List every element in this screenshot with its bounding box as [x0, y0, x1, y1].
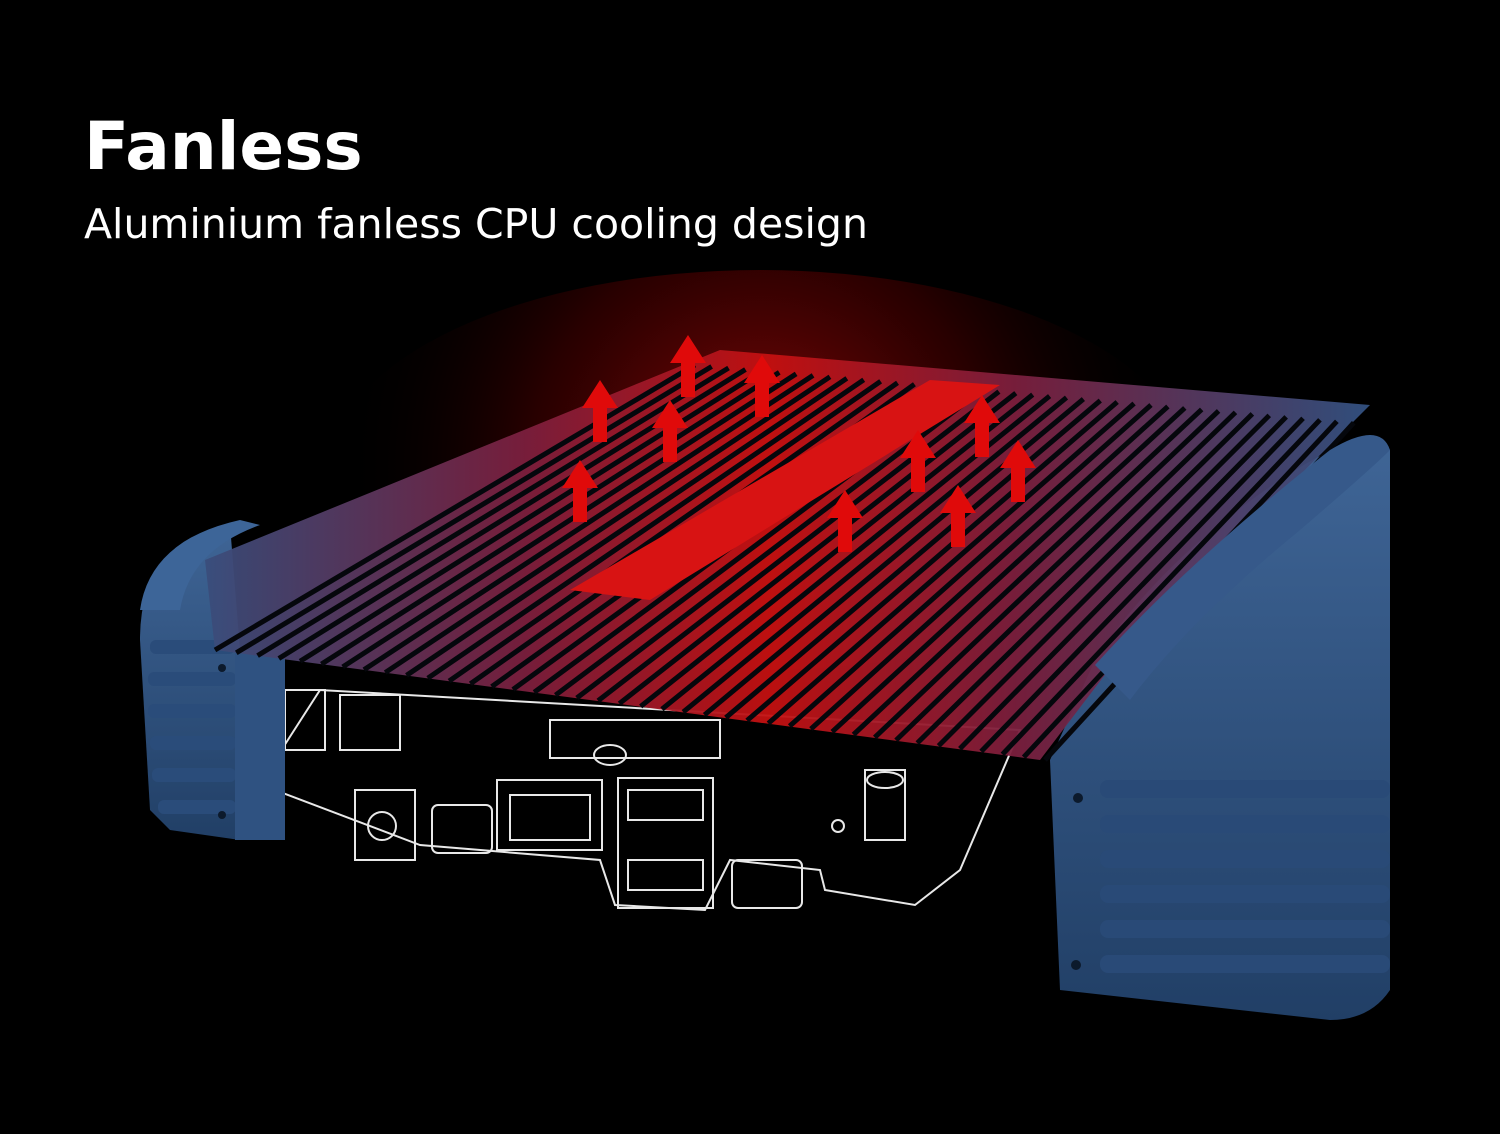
up-arrow-icon [652, 400, 688, 462]
fin-groove [426, 377, 866, 681]
fin-groove [958, 415, 1288, 751]
heat-arrows [562, 335, 1036, 552]
fin-groove [256, 365, 730, 658]
fin-groove [405, 376, 849, 678]
fin-groove [341, 371, 798, 670]
fin-groove [447, 379, 883, 684]
right-handle-lip [1095, 435, 1390, 700]
fin-groove [298, 368, 764, 664]
up-arrow-icon [1000, 440, 1036, 502]
feature-subtitle: Aluminium fanless CPU cooling design [84, 200, 868, 248]
fin-groove [830, 406, 1187, 734]
up-arrow-icon [940, 485, 976, 547]
right-side-fins [1050, 440, 1390, 1020]
up-arrow-icon [900, 430, 936, 492]
up-arrow-icon [744, 355, 780, 417]
fin-groove [915, 412, 1255, 745]
fin-groove [639, 392, 1035, 709]
up-arrow-icon [964, 395, 1000, 457]
fin-groove [787, 403, 1153, 729]
fin-groove [979, 416, 1305, 754]
left-handle-lip [140, 520, 260, 610]
top-fins [205, 350, 1370, 762]
fin-groove [894, 410, 1238, 743]
fin-groove [724, 398, 1102, 720]
fin-groove [681, 395, 1069, 714]
fin-groove [1000, 418, 1322, 757]
fin-groove [596, 389, 1001, 703]
fin-groove [362, 373, 815, 672]
up-arrow-icon [562, 460, 598, 522]
up-arrow-icon [827, 490, 863, 552]
circuit-board [274, 688, 1022, 912]
up-arrow-icon [582, 380, 618, 442]
fin-groove [234, 364, 713, 655]
fin-groove [320, 370, 781, 667]
fin-groove [745, 400, 1119, 723]
up-arrow-icon [670, 335, 706, 397]
fin-groove [851, 407, 1204, 737]
fin-groove [936, 413, 1272, 748]
fin-groove [383, 374, 832, 675]
fin-groove [809, 404, 1170, 731]
feature-title: Fanless [84, 108, 363, 185]
fin-groove [213, 362, 697, 653]
fin-groove [873, 409, 1221, 740]
fin-groove [766, 401, 1136, 726]
fin-groove [617, 391, 1018, 706]
